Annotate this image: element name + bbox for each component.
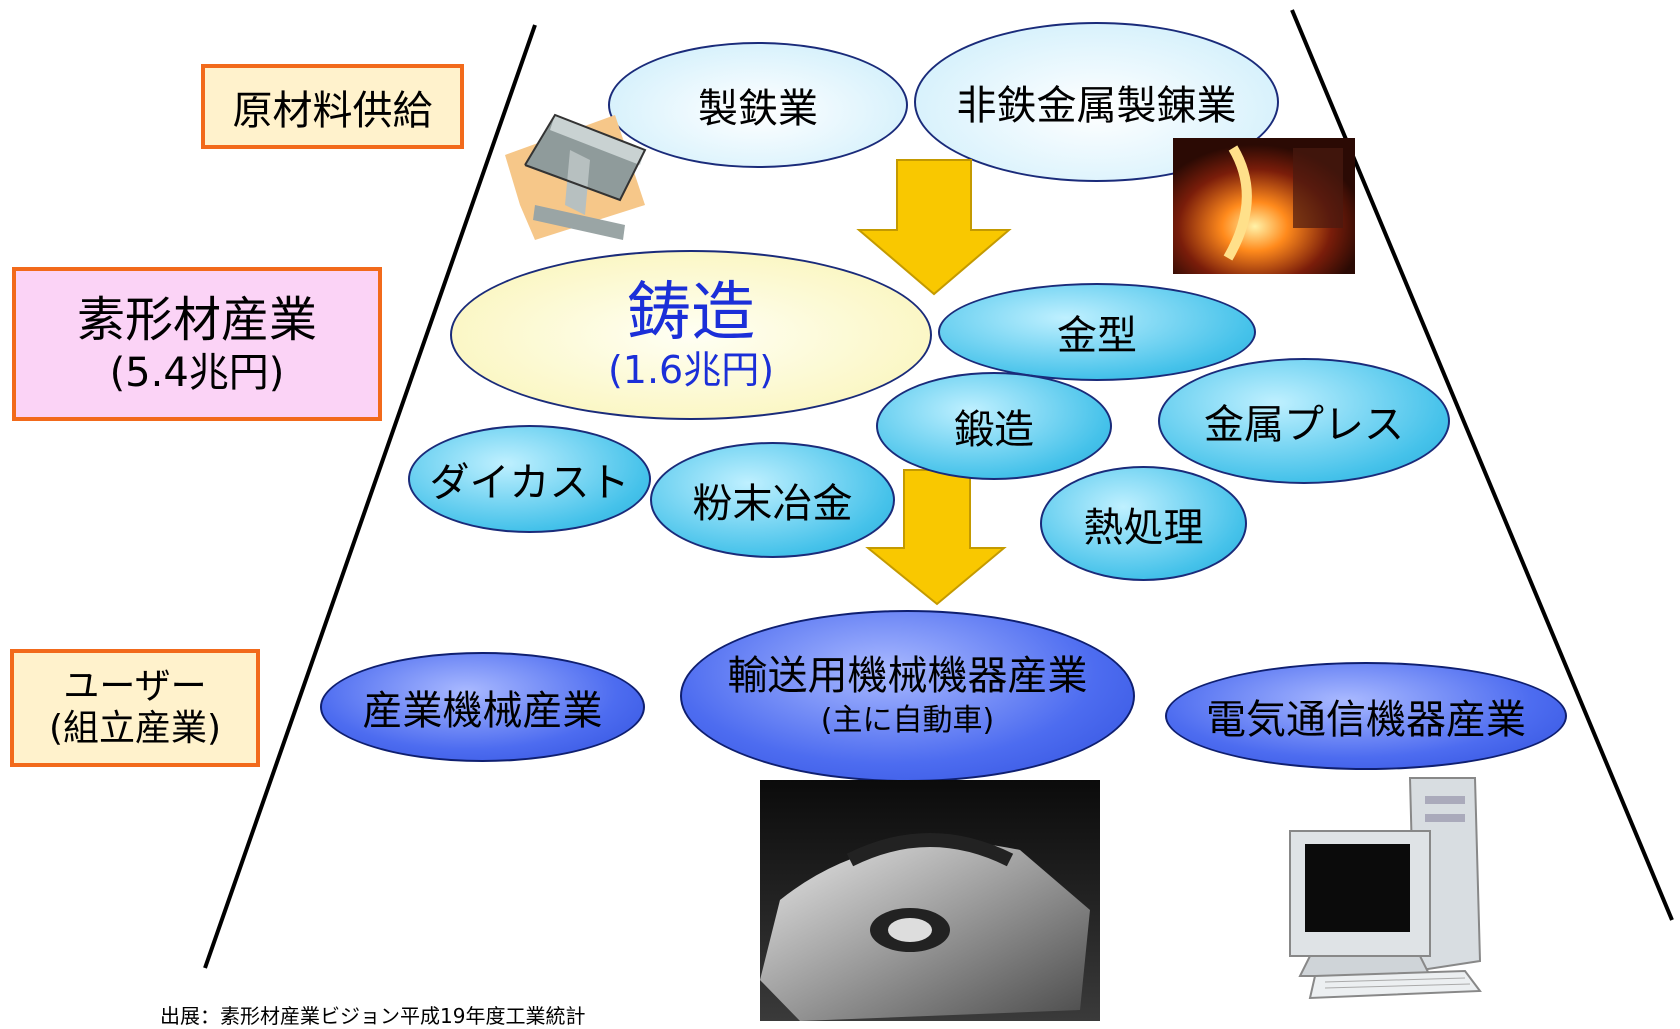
- casting-value: (1.6兆円): [607, 348, 775, 392]
- arrow-down-icon-upper: [856, 159, 1012, 296]
- electric-communication-ellipse: 電気通信機器産業: [1165, 662, 1567, 770]
- forging-text: 鍛造: [954, 407, 1034, 453]
- material-industry-label: 素形材産業 (5.4兆円): [12, 267, 382, 421]
- powder-metallurgy-ellipse: 粉末冶金: [650, 442, 895, 558]
- die-mold-text: 金型: [1057, 313, 1137, 359]
- user-label-line1: ユーザー: [63, 666, 207, 707]
- raw-material-supply-label: 原材料供給: [201, 64, 464, 149]
- material-industry-name: 素形材産業: [76, 292, 317, 348]
- die-casting-ellipse: ダイカスト: [408, 425, 651, 533]
- casting-name: 鋳造: [627, 276, 755, 350]
- transport-machinery-text: 輸送用機械機器産業: [727, 653, 1088, 699]
- user-industry-label: ユーザー (組立産業): [10, 649, 260, 767]
- raw-material-text: 原材料供給: [232, 87, 433, 134]
- computer-icon: [1289, 777, 1482, 1000]
- industrial-machinery-ellipse: 産業機械産業: [320, 652, 645, 762]
- metal-press-ellipse: 金属プレス: [1158, 358, 1450, 484]
- heat-treatment-text: 熱処理: [1083, 504, 1204, 551]
- transport-machinery-ellipse: 輸送用機械機器産業 (主に自動車): [680, 610, 1135, 782]
- material-industry-value: (5.4兆円): [109, 350, 285, 396]
- die-mold-ellipse: 金型: [938, 283, 1256, 381]
- die-casting-text: ダイカスト: [429, 460, 630, 506]
- heat-treatment-ellipse: 熱処理: [1040, 466, 1247, 581]
- steel-industry-text: 製鉄業: [698, 86, 818, 132]
- car-photo: [760, 780, 1100, 1021]
- casting-ellipse: 鋳造 (1.6兆円): [450, 250, 932, 420]
- industrial-machinery-text: 産業機械産業: [362, 688, 603, 734]
- steel-industry-ellipse: 製鉄業: [608, 42, 908, 168]
- arrow-down-icon-lower: [865, 469, 1007, 606]
- steel-beam-icon: [505, 113, 647, 240]
- forging-ellipse: 鍛造: [876, 372, 1112, 480]
- powder-metallurgy-text: 粉末冶金: [692, 481, 853, 527]
- nonferrous-industry-text: 非鉄金属製錬業: [956, 83, 1237, 129]
- user-label-line2: (組立産業): [48, 708, 222, 749]
- source-caption: 出展：素形材産業ビジョン平成19年度工業統計: [160, 1004, 586, 1028]
- molten-metal-photo: [1173, 138, 1355, 274]
- metal-press-text: 金属プレス: [1204, 402, 1404, 448]
- transport-machinery-subtext: (主に自動車): [820, 703, 995, 738]
- electric-communication-text: 電気通信機器産業: [1206, 697, 1526, 743]
